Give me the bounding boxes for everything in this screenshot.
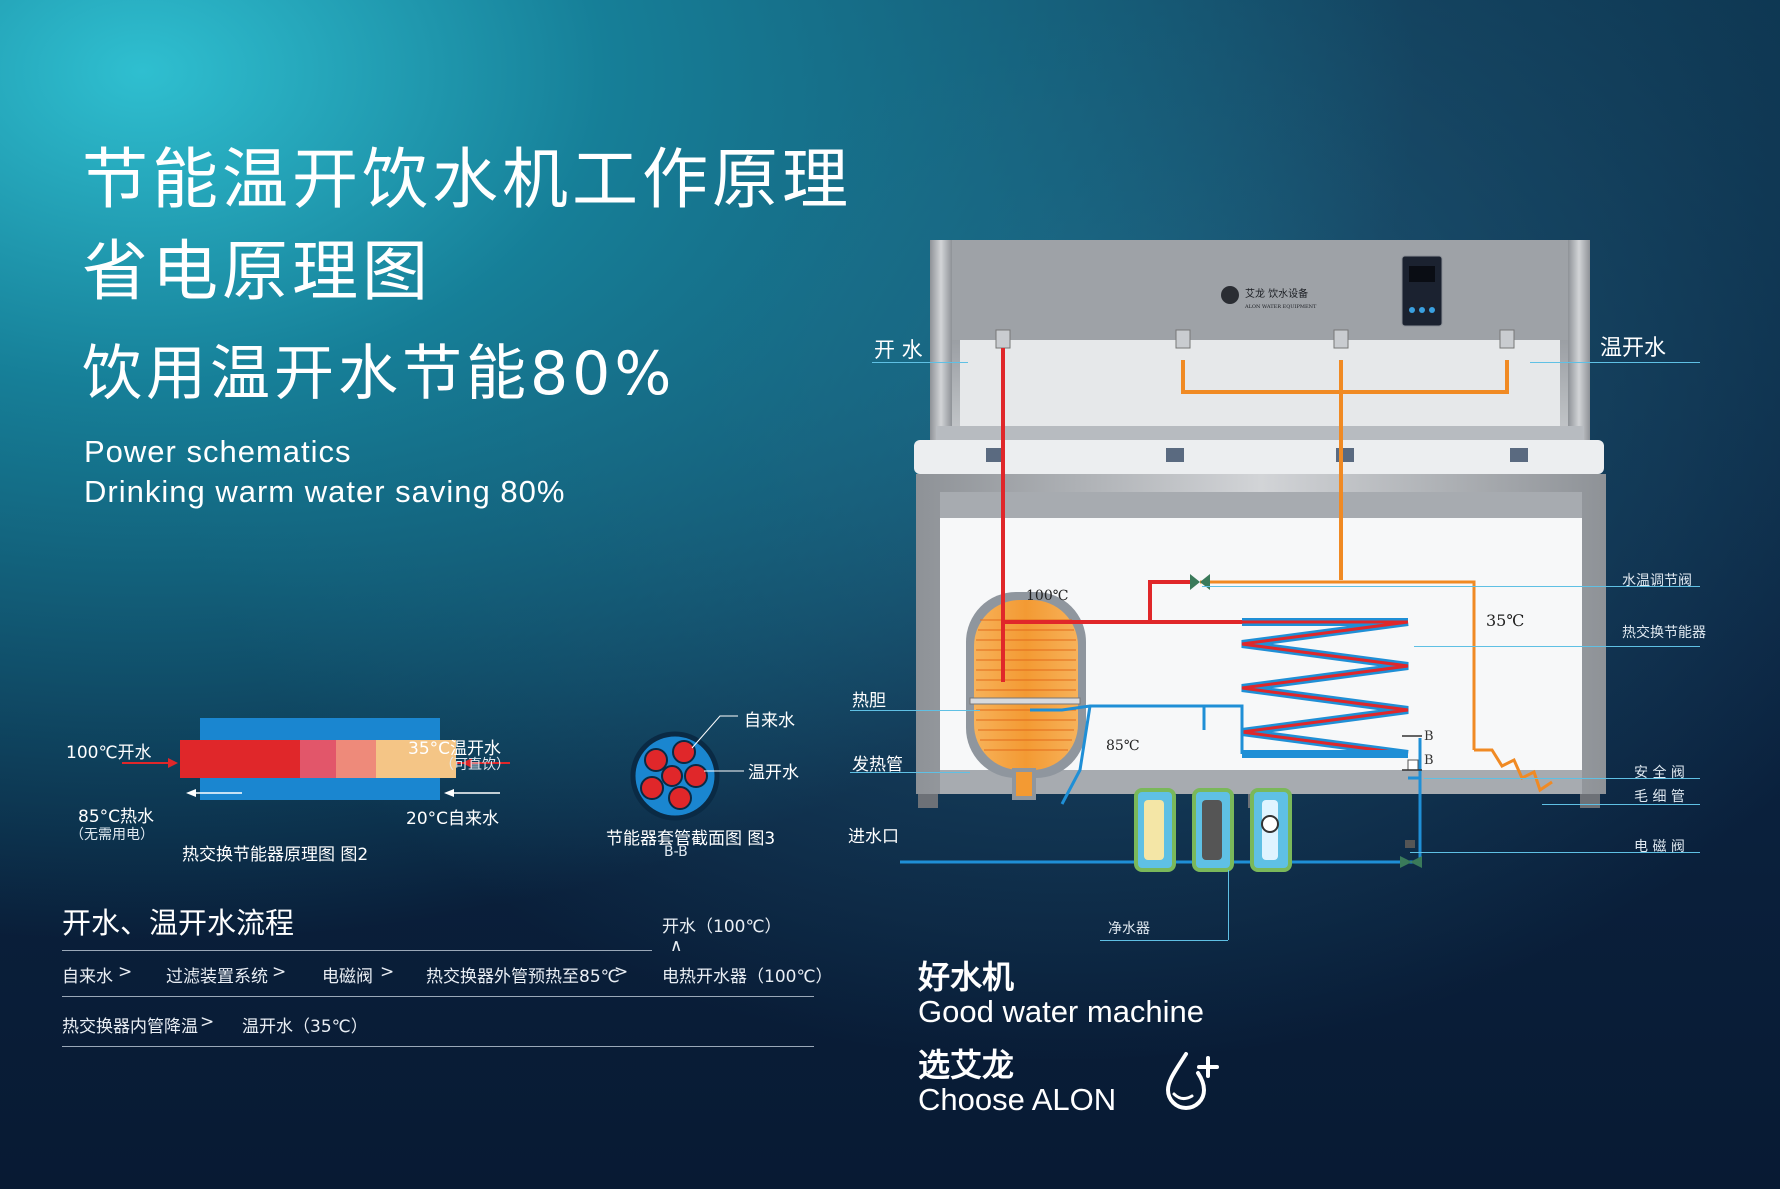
warm-manifold [1181, 360, 1509, 394]
fig2-label-20: 20°C自来水 [406, 809, 500, 829]
section-b-bottom: B [1424, 753, 1434, 768]
fig2-caption: 热交换节能器原理图 图2 [182, 845, 369, 865]
label-solenoid: 电 磁 阀 [1634, 839, 1685, 855]
flow-up: ∧ [670, 936, 683, 956]
inner-pipe-warm [336, 740, 376, 778]
flow-arrow-2: > [272, 962, 287, 982]
label-heat-exchanger: 热交换节能器 [1622, 625, 1706, 641]
fig2-label-100: 100℃开水 [66, 743, 152, 763]
temp-100: 100℃ [1026, 588, 1068, 604]
label-safety-valve: 安 全 阀 [1634, 765, 1685, 781]
cold-exchanger-return [1204, 704, 1244, 754]
flow-title: 开水、温开水流程 [62, 906, 295, 940]
inner-pipe-cool [376, 740, 456, 778]
pipe-network: B B 100℃ 85℃ 35℃ [900, 352, 1553, 872]
tube-1 [644, 748, 668, 772]
tube-2 [672, 740, 696, 764]
slogan-cn-1: 好水机 [918, 958, 1015, 996]
fig3-label-tap: 自来水 [744, 711, 795, 731]
heat-exchanger-principle-diagram [122, 718, 510, 800]
faucet-warm-1 [1175, 329, 1191, 349]
flow-step-3: 电磁阀 [322, 967, 373, 987]
flow-step-4: 热交换器外管预热至85℃ [426, 967, 620, 987]
flow-arrow-1: > [118, 962, 133, 982]
fig3-sub: B-B [664, 844, 688, 860]
inner-pipe-hot [180, 740, 300, 778]
fig3-label-warm: 温开水 [748, 763, 799, 783]
water-filters [1134, 788, 1292, 872]
title-line-2: 省电原理图 [82, 233, 432, 310]
slogan-cn-2: 选艾龙 [918, 1046, 1015, 1084]
fig3-caption: 节能器套管截面图 图3 [606, 829, 776, 849]
safety-valve-icon [1407, 759, 1419, 771]
heating-element [969, 697, 1081, 705]
label-purifier: 净水器 [1108, 921, 1150, 937]
fig2-label-35: 35°C温开水 [408, 739, 502, 759]
flow-step-6: 热交换器内管降温 [62, 1017, 198, 1037]
flow-step-1: 自来水 [62, 967, 113, 987]
cold-to-tank [1030, 704, 1206, 730]
tank-drain [1012, 768, 1036, 800]
hot-valve-branch [1148, 580, 1196, 622]
counter-top [914, 440, 1604, 474]
slogan-en-2: Choose ALON [918, 1082, 1117, 1117]
subtitle-en-2: Drinking warm water saving 80% [84, 474, 566, 509]
flow-arrow-3: > [380, 962, 395, 982]
brand-logo-icon [1221, 286, 1239, 304]
fig2-label-85: 85°C热水 [78, 807, 155, 827]
label-warm: 温开水 [1600, 336, 1667, 361]
temperature-valve-icon [1190, 574, 1200, 590]
title-line-3: 饮用温开水节能80% [82, 339, 676, 409]
flow-arrow-4: > [614, 962, 629, 982]
tube-6 [661, 765, 683, 787]
heat-exchanger-coil [1241, 618, 1409, 758]
flow-step-7: 温开水（35℃） [242, 1017, 368, 1037]
warm-valve-pipe [1200, 580, 1476, 750]
brand-name: 艾龙 饮水设备 [1245, 287, 1308, 300]
label-temp-valve: 水温调节阀 [1622, 573, 1692, 589]
flow-step-2: 过滤装置系统 [166, 967, 268, 987]
temp-85: 85℃ [1106, 738, 1139, 754]
subtitle-en-1: Power schematics [84, 434, 352, 469]
title-line-1: 节能温开饮水机工作原理 [82, 141, 852, 218]
faucet-warm-3 [1499, 329, 1515, 349]
sleeve-cross-section-diagram [630, 731, 720, 821]
label-boiling: 开 水 [874, 338, 923, 362]
label-tank: 热胆 [852, 691, 886, 711]
label-inlet: 进水口 [848, 827, 899, 847]
flow-top: 开水（100℃） [662, 917, 782, 937]
flow-arrow-5: > [200, 1012, 215, 1032]
drip-tray [936, 426, 1584, 440]
tube-5 [640, 776, 664, 800]
faucet-warm-2 [1333, 329, 1349, 349]
fig2-label-85-note: （无需用电） [70, 827, 154, 843]
inner-pipe-mid [300, 740, 336, 778]
slogan-en-1: Good water machine [918, 994, 1205, 1029]
tube-4 [668, 786, 692, 810]
label-capillary: 毛 细 管 [1634, 789, 1685, 805]
section-b-top: B [1424, 729, 1434, 744]
brand-name-en: ALON WATER EQUIPMENT [1244, 304, 1317, 310]
capillary-tube [1474, 748, 1553, 793]
temp-35: 35℃ [1486, 611, 1524, 630]
label-heater: 发热管 [852, 755, 903, 775]
fig2-label-35-note: （可直饮） [440, 757, 510, 773]
water-drop-plus-icon [1165, 1052, 1219, 1110]
flow-step-5: 电热开水器（100℃） [662, 967, 833, 987]
top-panel [952, 240, 1568, 340]
tube-3 [684, 764, 708, 788]
solenoid-valve-icon [1400, 856, 1412, 868]
